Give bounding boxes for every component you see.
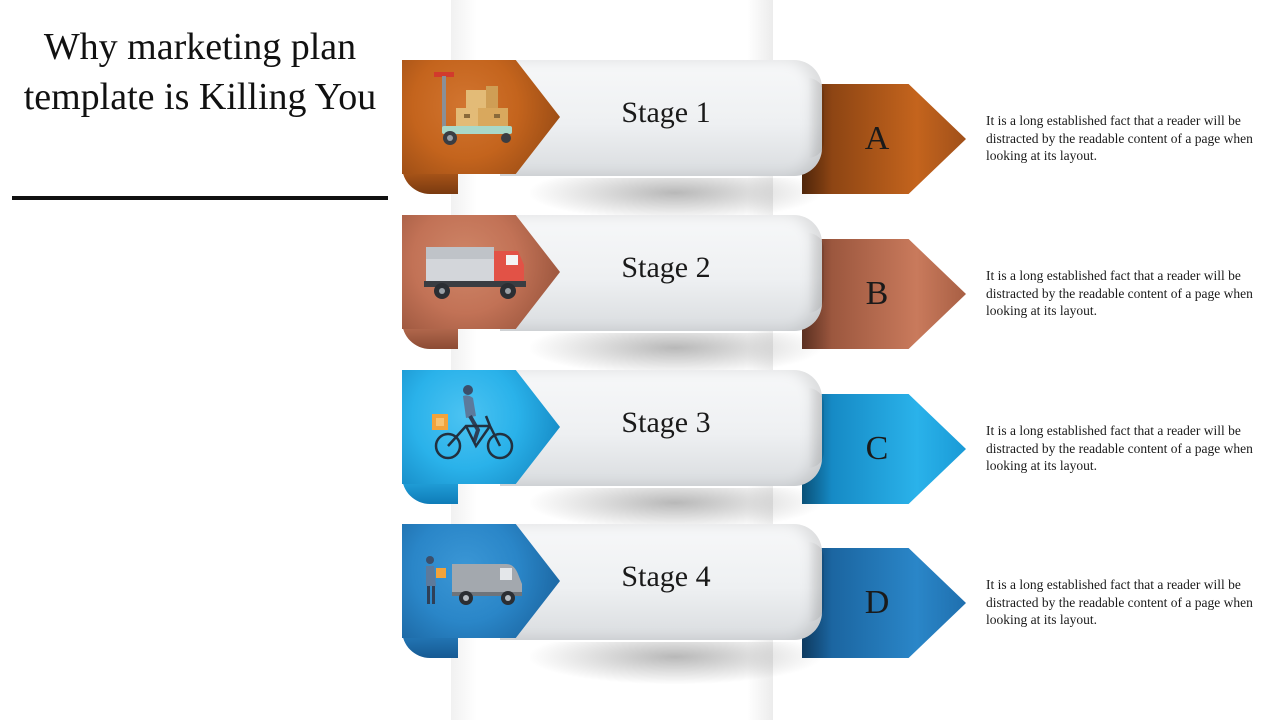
banner-shadow: [530, 642, 820, 684]
hand-truck-boxes-icon: [434, 72, 512, 145]
stage-letter: B: [865, 275, 889, 312]
stage-row-3: C Stage 3 It is a long established fact …: [0, 370, 1280, 530]
stage-description: It is a long established fact that a rea…: [986, 113, 1253, 163]
banner-shadow: [530, 333, 820, 375]
banner-shadow: [530, 178, 820, 220]
stage-label: Stage 3: [621, 406, 711, 439]
stage-row-4: D Stage 4 It is a long established fact …: [0, 524, 1280, 684]
letter-arrow: A: [802, 84, 966, 194]
stage-row-2: B Stage 2 It is a long established fact …: [0, 215, 1280, 375]
stage-letter: D: [864, 584, 890, 621]
stage-label: Stage 4: [621, 560, 711, 593]
stage-row-1: A Stage 1 It is a long established fact …: [0, 60, 1280, 220]
letter-arrow: D: [802, 548, 966, 658]
stage-letter: A: [864, 120, 890, 157]
stage-label: Stage 1: [621, 96, 711, 129]
stage-description: It is a long established fact that a rea…: [986, 268, 1253, 318]
bicycle-courier-icon: [432, 385, 514, 460]
title-underline: [12, 196, 388, 200]
stage-description: It is a long established fact that a rea…: [986, 577, 1253, 627]
banner-shadow: [530, 488, 820, 530]
letter-arrow: C: [802, 394, 966, 504]
stage-letter: C: [865, 430, 889, 467]
stage-label: Stage 2: [621, 251, 711, 284]
page-title: Why marketing plan template is Killing Y…: [23, 26, 377, 119]
delivery-van-icon: [426, 556, 522, 605]
letter-arrow: B: [802, 239, 966, 349]
delivery-truck-icon: [424, 247, 526, 299]
stage-description: It is a long established fact that a rea…: [986, 423, 1253, 473]
